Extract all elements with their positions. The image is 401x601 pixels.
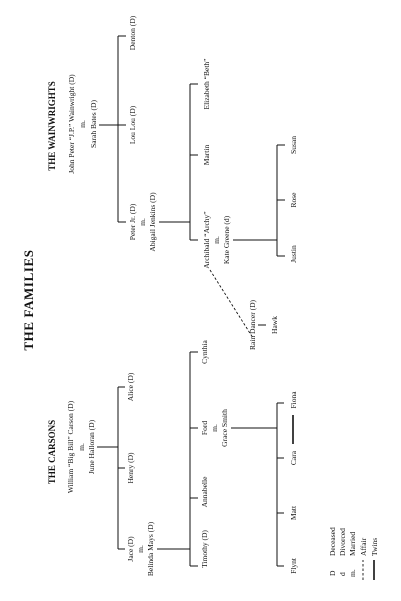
page-title: THE FAMILIES xyxy=(21,249,36,350)
person-belinda-mays: Belinda Mays (D) xyxy=(146,521,155,576)
person-grace-smith: Grace Smith xyxy=(220,409,229,447)
person-archy: Archibald “Archy” xyxy=(202,211,211,268)
person-alice: Alice (D) xyxy=(126,372,135,401)
person-susan: Susan xyxy=(289,136,298,154)
person-lou-lou: Lou Lou (D) xyxy=(128,105,137,144)
legend-label: Affair xyxy=(359,537,368,556)
legend-label: Divorced xyxy=(338,528,347,556)
person-rain-dancer: Rain Dancer (D) xyxy=(248,300,257,350)
person-annabelle: Annabelle xyxy=(200,476,209,507)
person-ford: Ford xyxy=(200,421,209,435)
person-june-halloran: June Halloran (D) xyxy=(87,419,96,474)
person-peter-jr: Peter Jr. (D) xyxy=(128,203,137,240)
person-henry: Henry (D) xyxy=(126,452,135,484)
person-hawk: Hawk xyxy=(270,316,279,334)
person-bill-carson: William “Big Bill” Carson (D) xyxy=(66,400,75,493)
section-heading-carsons: THE CARSONS xyxy=(47,420,57,484)
affair-line xyxy=(209,269,254,339)
legend-label: Married xyxy=(348,532,357,556)
marriage-mark: m. xyxy=(212,236,221,244)
legend-label: Twins xyxy=(370,538,379,556)
legend-symbol: D xyxy=(328,570,337,576)
person-rose: Rose xyxy=(289,192,298,208)
person-denton: Denton (D) xyxy=(128,15,137,50)
person-jace: Jace (D) xyxy=(126,536,135,562)
person-kate-greene: Kate Greene (d) xyxy=(222,215,231,264)
person-justin: Justin xyxy=(289,245,298,263)
person-fiona: Fiona xyxy=(289,391,298,409)
legend-symbol: m. xyxy=(348,569,357,577)
person-cynthia: Cynthia xyxy=(200,339,209,363)
person-flynt: Flynt xyxy=(289,557,298,574)
person-martin: Martin xyxy=(202,145,211,166)
person-abigail-jenkins: Abigail Jenkins (D) xyxy=(148,192,157,252)
marriage-mark: m. xyxy=(138,218,147,226)
section-heading-wainwrights: THE WAINWRIGHTS xyxy=(47,81,57,171)
person-timothy: Timothy (D) xyxy=(200,530,209,568)
legend-label: Deceased xyxy=(328,527,337,556)
person-cara: Cara xyxy=(289,450,298,465)
person-matt: Matt xyxy=(289,505,298,520)
marriage-mark: m. xyxy=(136,545,145,553)
person-sarah-bates: Sarah Bates (D) xyxy=(89,100,98,148)
marriage-mark: m. xyxy=(78,120,87,128)
legend: D Deceased d Divorced m. Married Affair … xyxy=(328,527,379,580)
marriage-mark: m. xyxy=(210,424,219,432)
legend-symbol: d xyxy=(338,572,347,576)
person-beth: Elizabeth “Beth” xyxy=(202,58,211,109)
person-jp-wainwright: John Peter “J.P.” Wainwright (D) xyxy=(67,74,76,174)
marriage-mark: m. xyxy=(77,443,86,451)
